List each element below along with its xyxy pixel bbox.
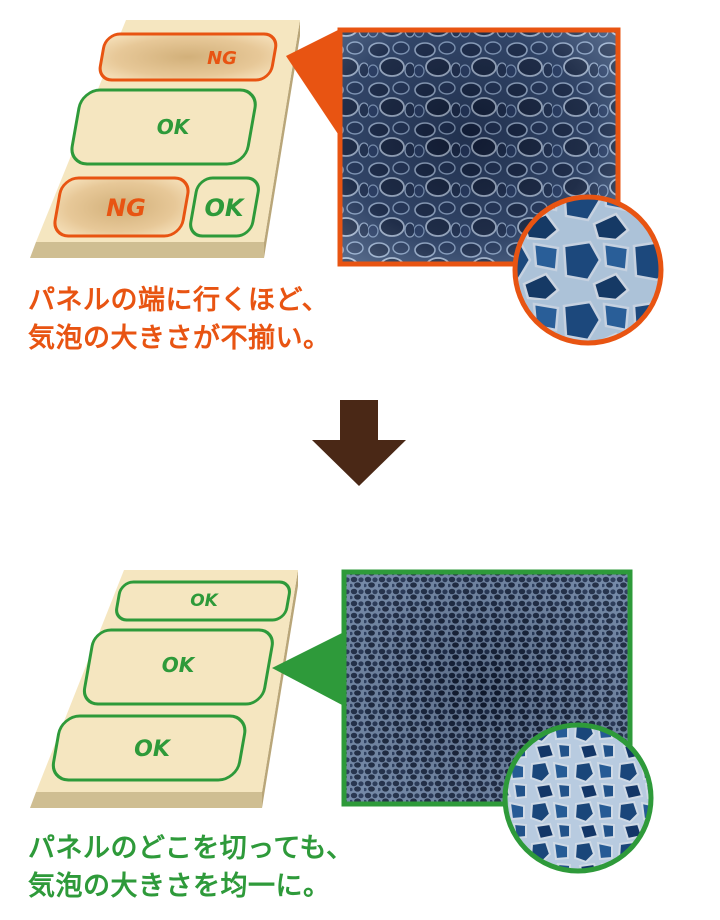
zone-ok-bottom-right: OK bbox=[189, 176, 260, 238]
zone-ok-middle: OK bbox=[70, 88, 257, 166]
panel-front-face bbox=[30, 792, 262, 808]
zone-label: OK bbox=[205, 194, 246, 222]
panel-side-face bbox=[262, 570, 298, 808]
caption-line: 気泡の大きさを均一に。 bbox=[28, 871, 331, 902]
down-arrow-icon bbox=[312, 400, 406, 486]
zone-label: NG bbox=[106, 194, 146, 222]
caption-before: パネルの端に行くほど、 気泡の大きさが不揃い。 bbox=[28, 282, 331, 358]
caption-line: パネルのどこを切っても、 bbox=[28, 833, 354, 864]
zone-ok-bottom: OK bbox=[51, 714, 247, 782]
after-section: OK OK OK bbox=[30, 569, 654, 874]
zone-ng-top: NG bbox=[98, 32, 278, 82]
zone-ok-middle: OK bbox=[82, 628, 274, 706]
callout-pointer bbox=[286, 28, 342, 140]
caption-line: パネルの端に行くほど、 bbox=[28, 285, 330, 316]
zone-label: NG bbox=[207, 48, 237, 69]
before-section: NG OK NG OK bbox=[30, 20, 664, 346]
callout-pointer bbox=[272, 632, 344, 706]
caption-line: 気泡の大きさが不揃い。 bbox=[28, 323, 331, 354]
zone-label: OK bbox=[134, 737, 172, 762]
zone-label: OK bbox=[157, 115, 191, 139]
zone-ok-top: OK bbox=[115, 580, 291, 622]
magnifier-after bbox=[502, 722, 654, 874]
panel-side-face bbox=[264, 20, 300, 258]
panel-front-face bbox=[30, 242, 264, 258]
zone-label: OK bbox=[162, 653, 196, 677]
caption-after: パネルのどこを切っても、 気泡の大きさを均一に。 bbox=[28, 830, 354, 906]
zone-ng-bottom-left: NG bbox=[53, 176, 190, 238]
foam-photo-before bbox=[337, 27, 621, 267]
magnifier-before bbox=[512, 194, 664, 346]
zone-label: OK bbox=[190, 591, 219, 611]
